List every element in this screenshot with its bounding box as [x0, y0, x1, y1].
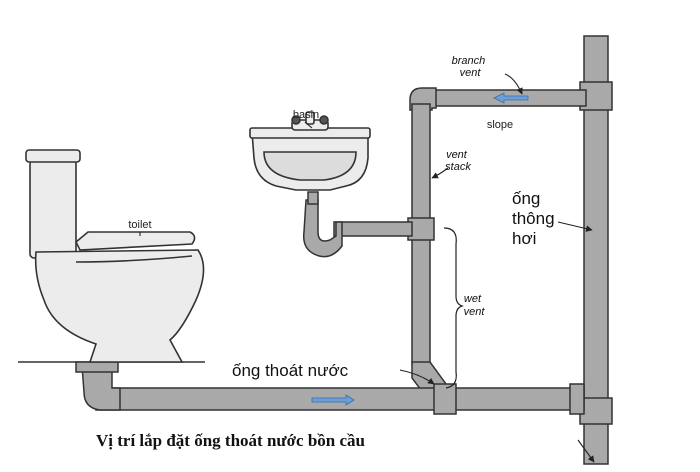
- vent-stack-label-line2: stack: [445, 161, 471, 173]
- stack-fitting-bottom: [579, 397, 613, 425]
- basin-inner: [263, 151, 357, 181]
- branch-vent-leader: [504, 73, 523, 95]
- ong-thoat-nuoc-label: ống thoát nước: [232, 361, 349, 380]
- toilet-seat: [75, 231, 196, 251]
- branch-vent-label-line1: branch: [452, 55, 486, 67]
- basin-p-trap: [302, 199, 343, 258]
- stack-bottom-leader: [577, 439, 595, 463]
- toilet-drain-elbow: [81, 365, 121, 411]
- basin-faucet-spout: [305, 111, 315, 125]
- wet-vent-label: wet vent: [464, 293, 486, 318]
- ong-thong-hoi-label-line2: thông: [512, 209, 555, 228]
- leader-lines: [139, 73, 595, 463]
- basin-leader: [304, 121, 313, 129]
- toilet-bowl-rim: [75, 255, 193, 263]
- ong-thong-hoi-label: ống thông hơi: [512, 189, 559, 248]
- branch-vent-flow-arrow: [493, 92, 529, 104]
- branch-vent-label-line2: vent: [460, 67, 482, 79]
- labels: branch vent slope vent stack basin toile…: [96, 55, 559, 450]
- wet-vent-label-line1: wet: [464, 293, 482, 305]
- toilet-bowl: [34, 249, 205, 363]
- diagram-caption: Vị trí lắp đặt ống thoát nước bồn cầu: [96, 431, 365, 450]
- branch-vent-label: branch vent: [452, 55, 489, 79]
- basin-label: basin: [293, 109, 319, 121]
- basin-tailpiece: [307, 191, 319, 205]
- basin-fixture: [249, 111, 371, 191]
- drain-fitting-right: [569, 383, 585, 415]
- basin-handle-left: [291, 115, 301, 125]
- vent-stack-label: vent stack: [445, 149, 471, 173]
- wet-vent-bracket: [443, 227, 464, 389]
- slope-label: slope: [487, 119, 513, 131]
- toilet-tank-lid: [25, 149, 81, 163]
- toilet-fixture: [25, 149, 205, 363]
- vent-stack-leader: [431, 167, 449, 179]
- ong-thong-hoi-label-line1: ống: [512, 189, 540, 208]
- toilet-flange: [75, 361, 119, 373]
- basin-trap-arm: [333, 221, 413, 237]
- toilet-label: toilet: [128, 219, 151, 231]
- toilet-tank: [29, 159, 77, 259]
- drain-flow-arrow: [311, 394, 355, 406]
- ong-thong-hoi-leader: [557, 221, 593, 232]
- ong-thong-hoi-label-line3: hơi: [512, 229, 536, 248]
- drain-fitting-mid: [433, 383, 457, 415]
- ong-thoat-nuoc-leader: [399, 369, 435, 385]
- vent-stack-label-line1: vent: [446, 149, 468, 161]
- wet-vent-label-line2: vent: [464, 306, 486, 318]
- flow-arrows: [311, 92, 529, 406]
- basin-handle-right: [319, 115, 329, 125]
